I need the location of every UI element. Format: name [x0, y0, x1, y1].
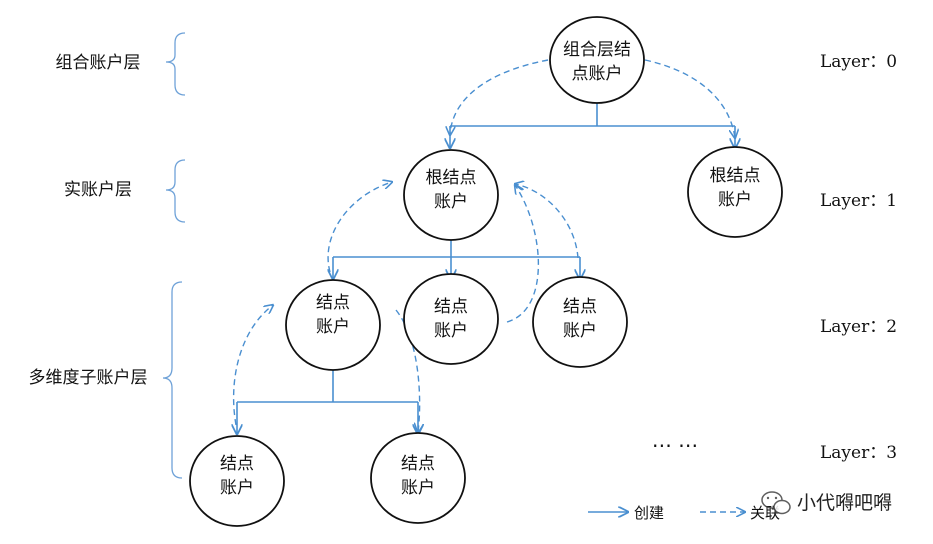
- connector-portfolio-to-roots: [450, 103, 735, 127]
- tier-brace-sub: [162, 281, 183, 479]
- wechat-icon: [761, 491, 791, 515]
- node-l3-left-line2: 账户: [220, 478, 254, 498]
- node-l3-right: 结点 账户: [370, 432, 466, 524]
- node-l3-left-line1: 结点: [220, 454, 254, 474]
- link-portfolio-root-b: [644, 59, 735, 138]
- node-root-b-line1: 根结点: [710, 166, 761, 186]
- node-root-b-line2: 账户: [718, 190, 752, 210]
- node-portfolio-root-line1: 组合层结: [563, 40, 631, 60]
- tier-brace-real: [165, 159, 186, 223]
- link-root-a-l2-right: [515, 184, 579, 259]
- node-portfolio-root-line2: 点账户: [572, 64, 623, 84]
- watermark-text: 小代嘚吧嘚: [797, 492, 892, 514]
- node-portfolio-root: 组合层结 点账户: [549, 16, 645, 104]
- connector-l2-left-to-l3: [237, 370, 418, 403]
- link-portfolio-root-a: [450, 59, 549, 135]
- node-l2-right: 结点 账户: [532, 276, 628, 368]
- node-root-a: 根结点 账户: [403, 149, 499, 241]
- node-l3-right-line2: 账户: [401, 478, 435, 498]
- node-l3-right-line1: 结点: [401, 454, 435, 474]
- legend: 创建 关联: [588, 504, 780, 522]
- node-l2-mid: 结点 账户: [403, 273, 499, 365]
- node-l2-right-line1: 结点: [563, 297, 597, 317]
- node-l2-left: 结点 账户: [285, 279, 381, 371]
- link-l2-left-l3-right: [395, 309, 420, 432]
- layer-label-1: Layer：1: [820, 191, 897, 211]
- link-root-a-l2-mid: [506, 185, 540, 323]
- tier-label-real: 实账户层: [64, 180, 132, 200]
- link-l2-left-l3-left: [232, 305, 273, 426]
- node-l3-left: 结点 账户: [189, 435, 285, 527]
- node-l2-right-line2: 账户: [563, 321, 597, 341]
- node-l2-mid-line1: 结点: [434, 297, 468, 317]
- legend-create-label: 创建: [634, 504, 664, 522]
- create-connectors: [237, 103, 735, 434]
- link-root-a-l2-left: [327, 182, 392, 273]
- connector-root-a-to-l2: [333, 240, 580, 258]
- layer-label-3: Layer：3: [820, 443, 897, 463]
- watermark: 小代嘚吧嘚: [761, 491, 892, 515]
- node-l2-left-line2: 账户: [316, 317, 350, 337]
- layer-label-2: Layer：2: [820, 317, 897, 337]
- link-connectors: [232, 59, 735, 432]
- layer-label-0: Layer：0: [820, 52, 897, 72]
- node-root-a-line1: 根结点: [426, 168, 477, 188]
- tier-brace-portfolio: [165, 32, 186, 96]
- node-root-a-line2: 账户: [434, 192, 468, 212]
- node-root-b: 根结点 账户: [687, 146, 783, 238]
- node-l2-left-line1: 结点: [316, 293, 350, 313]
- tier-label-sub: 多维度子账户层: [29, 368, 148, 388]
- ellipsis-more-nodes: … …: [652, 428, 698, 452]
- node-l2-mid-line2: 账户: [434, 321, 468, 341]
- tier-label-portfolio: 组合账户层: [56, 53, 141, 73]
